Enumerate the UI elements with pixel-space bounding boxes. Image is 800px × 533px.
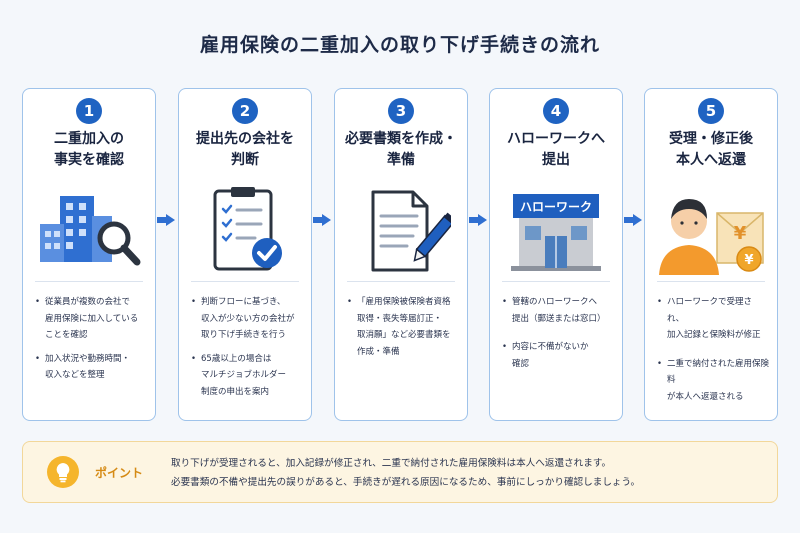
card-divider	[657, 281, 765, 282]
card-divider	[502, 281, 610, 282]
svg-text:¥: ¥	[744, 253, 753, 268]
step-number-3: 3	[388, 98, 414, 124]
building-sign-text: ハローワーク	[520, 200, 592, 214]
arrow-right-icon	[157, 214, 175, 226]
step-number-4: 4	[543, 98, 569, 124]
step-bullets-5: ハローワークで受理され、加入記録と保険料が修正 二重で納付された雇用保険料が本人…	[657, 294, 769, 412]
card-divider	[35, 281, 143, 282]
point-text: 取り下げが受理されると、加入記録が修正され、二重で納付された雇用保険料は本人へ返…	[171, 458, 641, 488]
arrow-right-icon	[313, 214, 331, 226]
person-yen-envelope-icon: ¥ ¥	[645, 181, 777, 281]
step-number-5: 5	[698, 98, 724, 124]
arrow-right-icon	[469, 214, 487, 226]
point-box: ポイント 取り下げが受理されると、加入記録が修正され、二重で納付された雇用保険料…	[22, 441, 778, 503]
step-heading-2: 提出先の会社を判断	[196, 131, 294, 168]
step-number-2: 2	[232, 98, 258, 124]
lightbulb-icon	[47, 456, 79, 488]
point-label: ポイント	[95, 466, 144, 480]
step-heading-1: 二重加入の事実を確認	[54, 131, 124, 168]
card-divider	[347, 281, 455, 282]
card-divider	[191, 281, 299, 282]
hellowork-building-icon: ハローワーク	[490, 181, 622, 281]
step-card-3: 3 必要書類を作成・準備 「雇用保険被保険者資格取得・喪失等届訂正・取消願」など…	[334, 88, 468, 421]
step-heading-5: 受理・修正後本人へ返還	[669, 131, 753, 168]
clipboard-check-icon	[179, 181, 311, 281]
bullet-item: ハローワークで受理され、加入記録と保険料が修正	[657, 294, 769, 344]
step-number-1: 1	[76, 98, 102, 124]
arrow-right-icon	[624, 214, 642, 226]
document-pen-icon	[335, 181, 467, 281]
bullet-item: 加入状況や勤務時間・収入などを整理	[35, 351, 147, 384]
svg-text:¥: ¥	[734, 223, 747, 244]
page-title: 雇用保険の二重加入の取り下げ手続きの流れ	[199, 34, 600, 56]
step-heading-4: ハローワークへ提出	[507, 131, 605, 168]
step-heading-3: 必要書類を作成・準備	[345, 131, 457, 168]
building-search-icon	[23, 181, 155, 281]
